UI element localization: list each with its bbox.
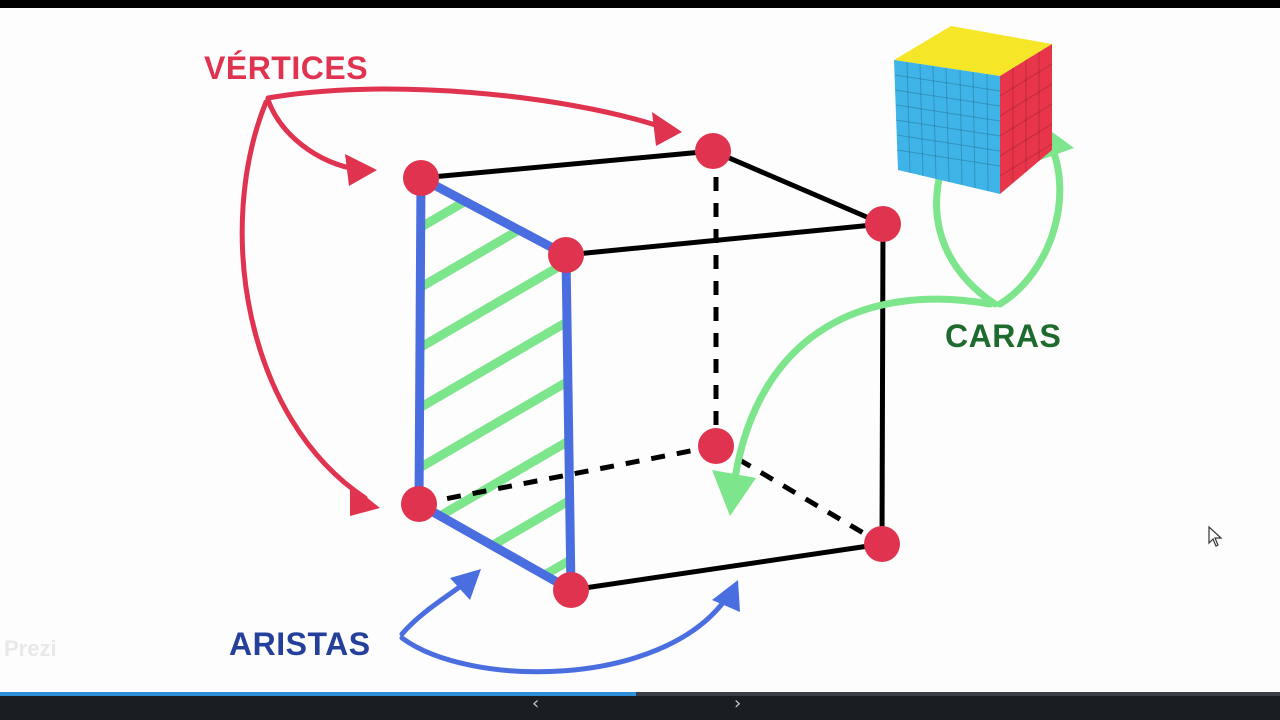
vertex-dot	[864, 526, 900, 562]
video-player-bar: ‹ ›	[0, 692, 1280, 720]
progress-fill	[0, 692, 637, 696]
vertex-dot	[698, 428, 734, 464]
aristas-arrow	[399, 580, 468, 637]
vertices-arrow	[265, 97, 363, 173]
caras-arrow	[933, 154, 999, 308]
arrowhead	[345, 154, 377, 186]
highlighted-edge	[414, 173, 426, 509]
chevron-left-icon[interactable]: ‹	[532, 693, 540, 714]
vertex-dot	[403, 160, 439, 196]
caras-arrow	[731, 295, 994, 482]
vertex-dot	[865, 206, 901, 242]
arrowhead	[712, 470, 756, 516]
progress-track[interactable]	[0, 692, 1280, 696]
vertices-arrow	[239, 99, 368, 501]
highlighted-edge	[414, 499, 576, 595]
cube-diagram	[239, 26, 1074, 675]
rubiks-cube-image	[894, 26, 1053, 194]
aristas-arrow	[399, 597, 728, 675]
arrowhead	[652, 112, 682, 146]
vertex-dot	[695, 133, 731, 169]
edge	[563, 221, 886, 258]
vertices-arrow	[265, 86, 668, 131]
edge	[879, 221, 886, 547]
prezi-watermark: Prezi	[4, 636, 57, 661]
chevron-right-icon[interactable]: ›	[734, 693, 742, 714]
arrowhead	[712, 580, 740, 612]
caras-arrow	[996, 139, 1064, 308]
mouse-cursor-icon	[1208, 526, 1223, 547]
hidden-edge	[714, 443, 884, 547]
cube-top-face	[894, 26, 1052, 76]
slide-canvas: VÉRTICES CARAS ARISTAS Prezi	[0, 8, 1280, 692]
arrowhead	[450, 569, 481, 600]
highlighted-edge	[416, 173, 571, 260]
highlighted-edge	[561, 250, 576, 595]
edge	[568, 541, 885, 593]
vertex-dot	[548, 237, 584, 273]
cube-side-face	[1000, 44, 1052, 194]
aristas-label: ARISTAS	[229, 626, 371, 662]
vertices-label: VÉRTICES	[204, 50, 369, 86]
edge	[710, 148, 886, 227]
cube-front-face	[894, 60, 1000, 194]
caras-label: CARAS	[945, 318, 1062, 354]
vertex-dot	[553, 572, 589, 608]
arrowhead	[350, 484, 380, 516]
edge	[418, 148, 716, 181]
vertex-dot	[401, 486, 437, 522]
